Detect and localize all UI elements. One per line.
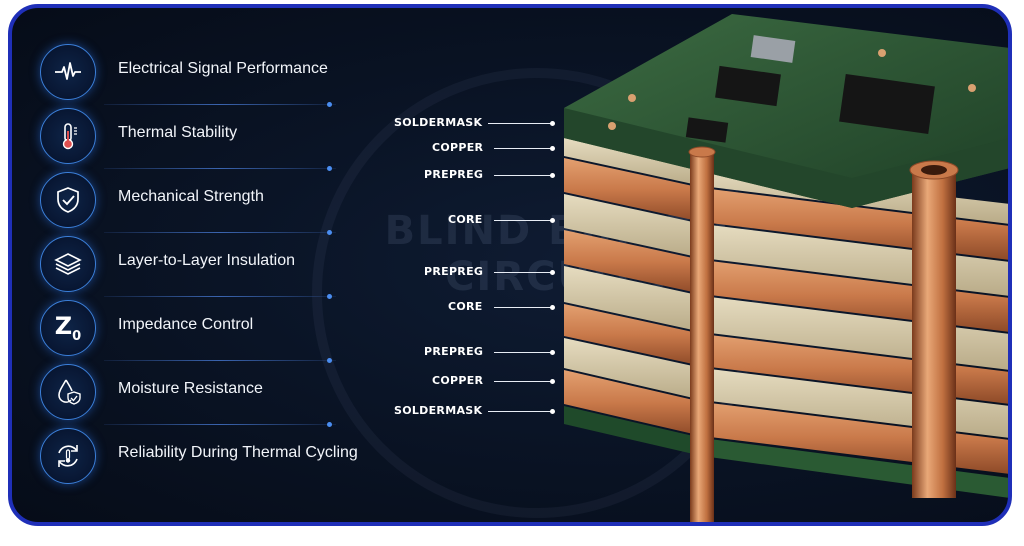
feature-item-thermal-cycling: Reliability During Thermal Cycling (36, 422, 366, 488)
feature-label: Mechanical Strength (118, 188, 264, 205)
thermal-cycle-icon (40, 428, 96, 484)
layer-label-prepreg-1: PREPREG (424, 168, 484, 181)
leader-line (494, 379, 555, 384)
leader-line (494, 146, 555, 151)
feature-item-moisture-resistance: Moisture Resistance (36, 358, 366, 424)
feature-item-layer-insulation: Layer-to-Layer Insulation (36, 230, 366, 296)
layer-label-copper-top: COPPER (432, 141, 484, 154)
feature-list: Electrical Signal Performance Thermal St… (36, 40, 366, 488)
layer-label-copper-bottom: COPPER (432, 374, 484, 387)
via-pipe (690, 150, 714, 522)
pcb-stackup-illustration (564, 14, 1008, 522)
shield-check-icon (40, 172, 96, 228)
leader-line (488, 409, 555, 414)
leader-line (494, 305, 555, 310)
impedance-subscript: 0 (72, 328, 82, 344)
layer-label-prepreg-3: PREPREG (424, 345, 484, 358)
layers-icon (40, 236, 96, 292)
leader-line (488, 121, 555, 126)
layer-label-soldermask-top: SOLDERMASK (394, 116, 483, 129)
layer-label-soldermask-bottom: SOLDERMASK (394, 404, 483, 417)
leader-line (494, 173, 555, 178)
layer-label-core-1: CORE (448, 213, 483, 226)
feature-item-impedance-control: Z0 Impedance Control (36, 294, 366, 360)
thermometer-icon (40, 108, 96, 164)
impedance-symbol: Z (54, 312, 73, 341)
feature-label: Layer-to-Layer Insulation (118, 252, 295, 269)
chip (685, 117, 729, 143)
waveform-icon (40, 44, 96, 100)
chip (839, 73, 935, 135)
feature-label: Electrical Signal Performance (118, 60, 328, 77)
feature-label: Reliability During Thermal Cycling (118, 444, 358, 461)
via-pipe (912, 168, 956, 498)
feature-item-thermal-stability: Thermal Stability (36, 102, 366, 168)
leader-line (494, 270, 555, 275)
feature-label: Impedance Control (118, 316, 254, 333)
impedance-icon: Z0 (40, 300, 96, 356)
pcb-top-board (564, 14, 1008, 208)
feature-item-electrical-signal: Electrical Signal Performance (36, 40, 366, 104)
chip (715, 65, 781, 107)
infographic-frame: BLIND BURIED CIRCUITS Electrical Signal … (8, 4, 1012, 526)
layer-label-core-2: CORE (448, 300, 483, 313)
feature-label: Thermal Stability (118, 124, 238, 141)
layer-label-prepreg-2: PREPREG (424, 265, 484, 278)
leader-line (494, 218, 555, 223)
feature-label: Moisture Resistance (118, 380, 263, 397)
water-drop-shield-icon (40, 364, 96, 420)
feature-item-mechanical-strength: Mechanical Strength (36, 166, 366, 232)
leader-line (494, 350, 555, 355)
component (750, 35, 796, 63)
